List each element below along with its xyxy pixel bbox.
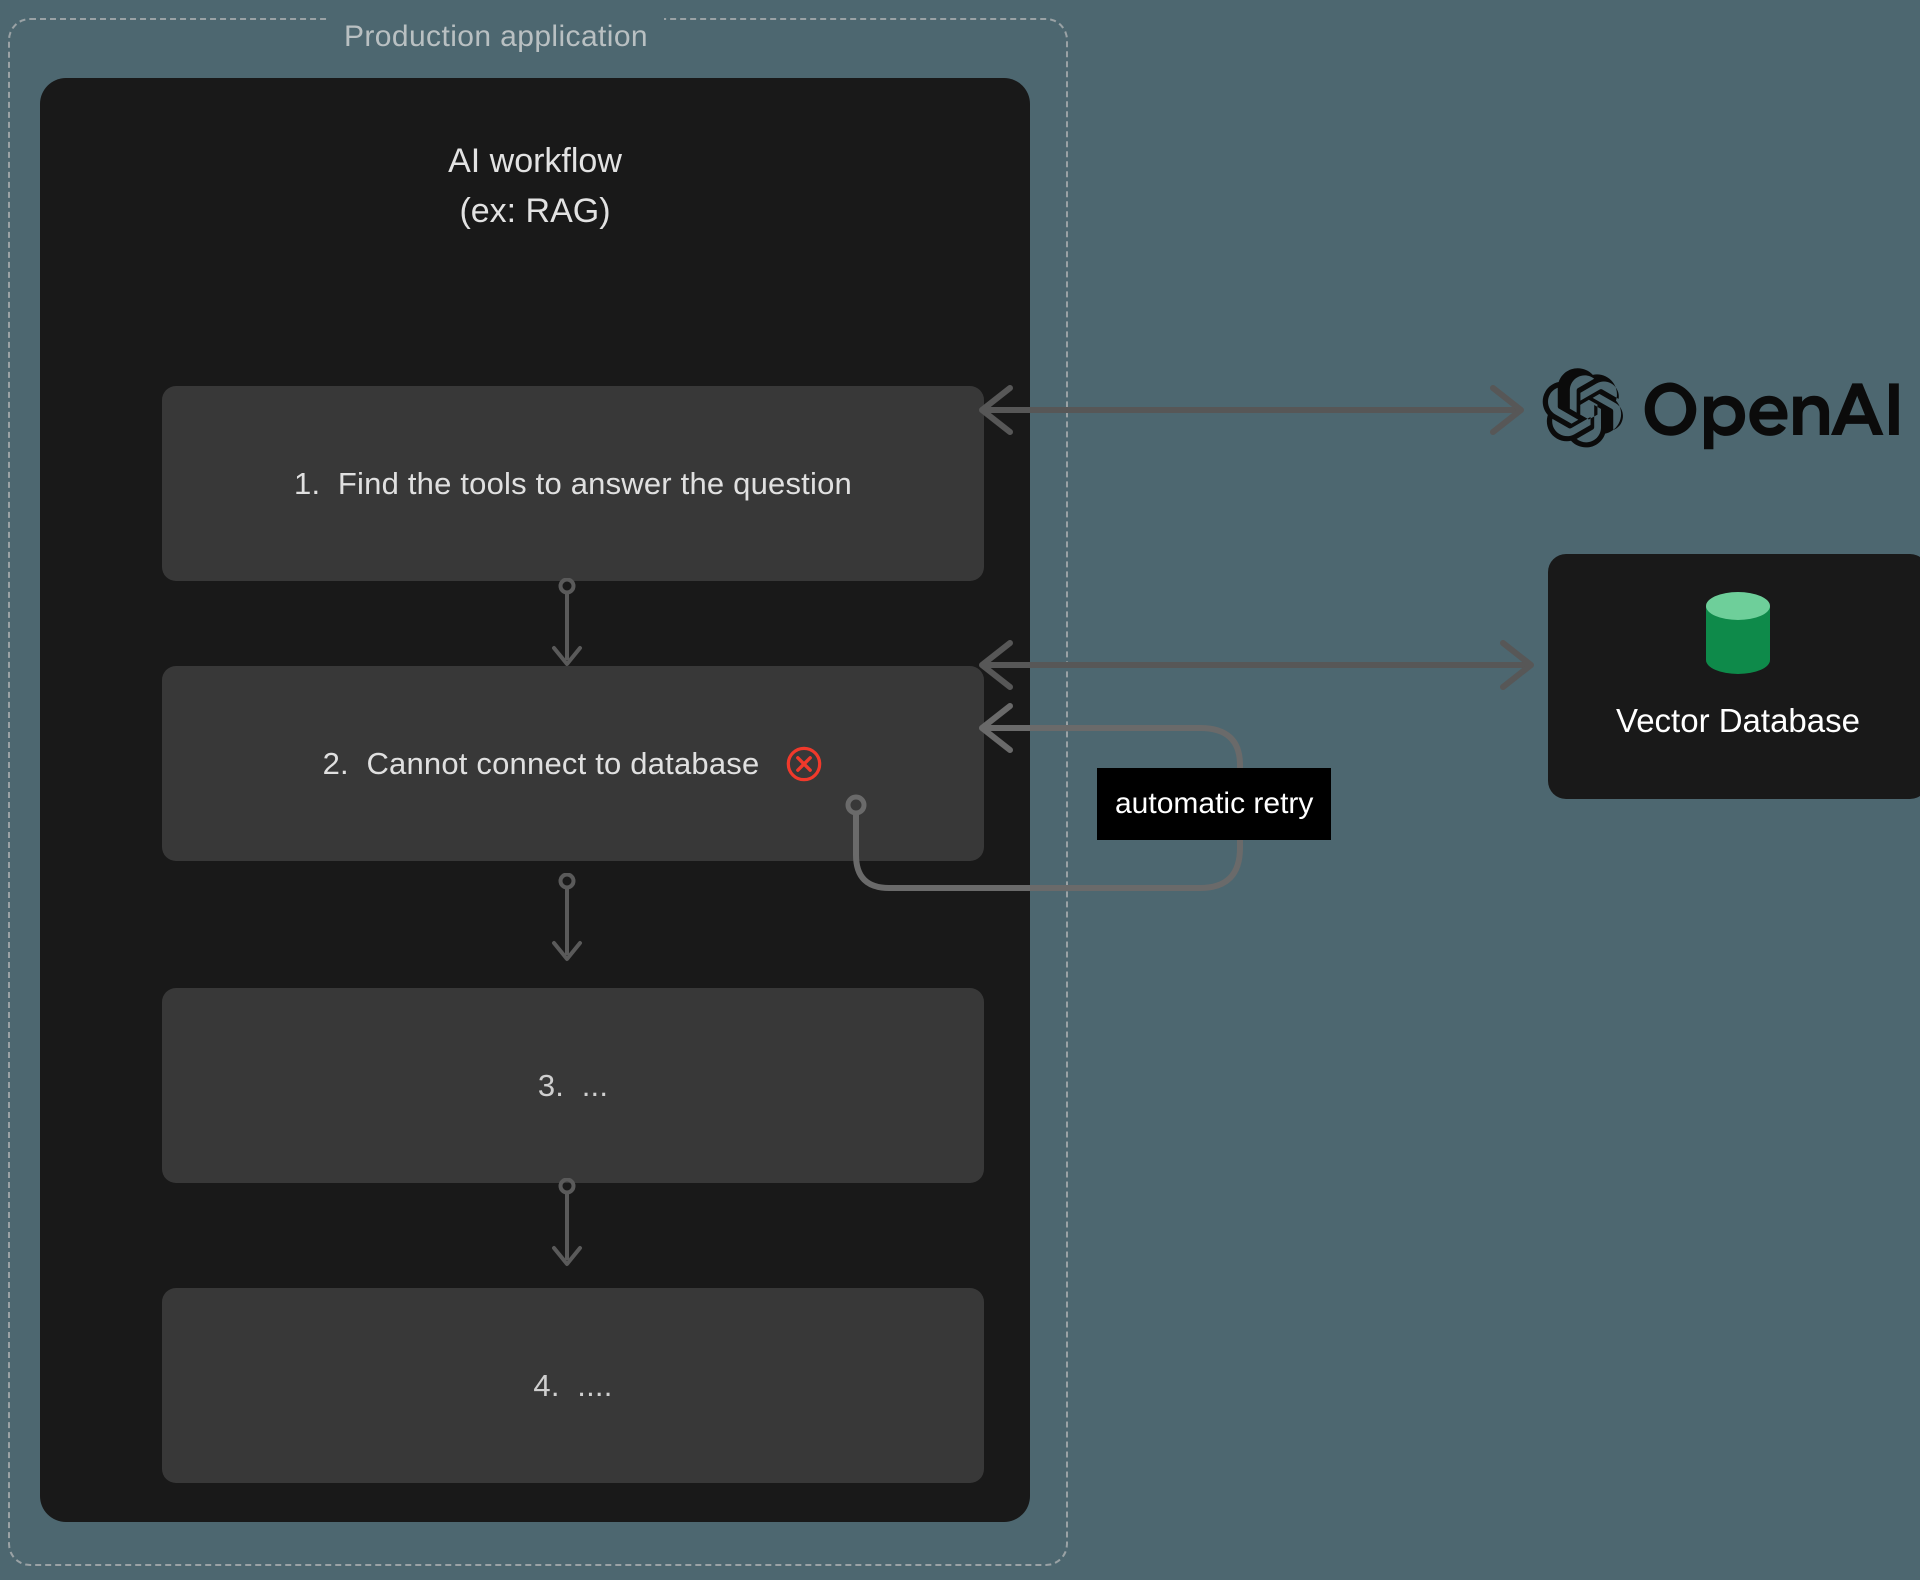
openai-logo-icon	[1542, 368, 1899, 450]
automatic-retry-badge: automatic retry	[1097, 768, 1332, 840]
workflow-step-4-content: 4. ....	[162, 1288, 984, 1483]
arrow-down-icon	[552, 872, 582, 961]
step-connector-2-3	[537, 872, 597, 969]
ai-workflow-panel: AI workflow (ex: RAG) 1. Find the tools …	[40, 78, 1030, 1522]
arrow-down-icon	[552, 577, 582, 666]
workflow-step-1[interactable]: 1. Find the tools to answer the question	[162, 386, 984, 581]
step-connector-3-4	[537, 1177, 597, 1274]
workflow-step-4[interactable]: 4. ....	[162, 1288, 984, 1483]
workflow-step-1-label: 1. Find the tools to answer the question	[294, 465, 852, 501]
openai-service[interactable]	[1540, 362, 1900, 454]
workflow-step-4-label: 4. ....	[533, 1367, 613, 1403]
production-application-label: Production application	[328, 18, 664, 56]
workflow-step-3-content: 3. ...	[162, 988, 984, 1183]
workflow-step-2-content: 2. Cannot connect to database	[162, 666, 984, 861]
workflow-step-1-content: 1. Find the tools to answer the question	[162, 386, 984, 581]
workflow-step-2[interactable]: 2. Cannot connect to database	[162, 666, 984, 861]
ai-workflow-title: AI workflow (ex: RAG)	[448, 142, 622, 230]
vector-database-label: Vector Database	[1616, 702, 1860, 739]
error-circle-x-icon	[787, 746, 822, 781]
workflow-step-3-label: 3. ...	[537, 1067, 609, 1103]
vector-database-service[interactable]: Vector Database	[1548, 554, 1920, 799]
step-connector-1-2	[537, 577, 597, 674]
workflow-step-3[interactable]: 3. ...	[162, 988, 984, 1183]
workflow-step-2-label: 2. Cannot connect to database	[322, 745, 760, 781]
arrow-down-icon	[552, 1177, 582, 1266]
database-cylinder-icon	[1706, 592, 1770, 674]
